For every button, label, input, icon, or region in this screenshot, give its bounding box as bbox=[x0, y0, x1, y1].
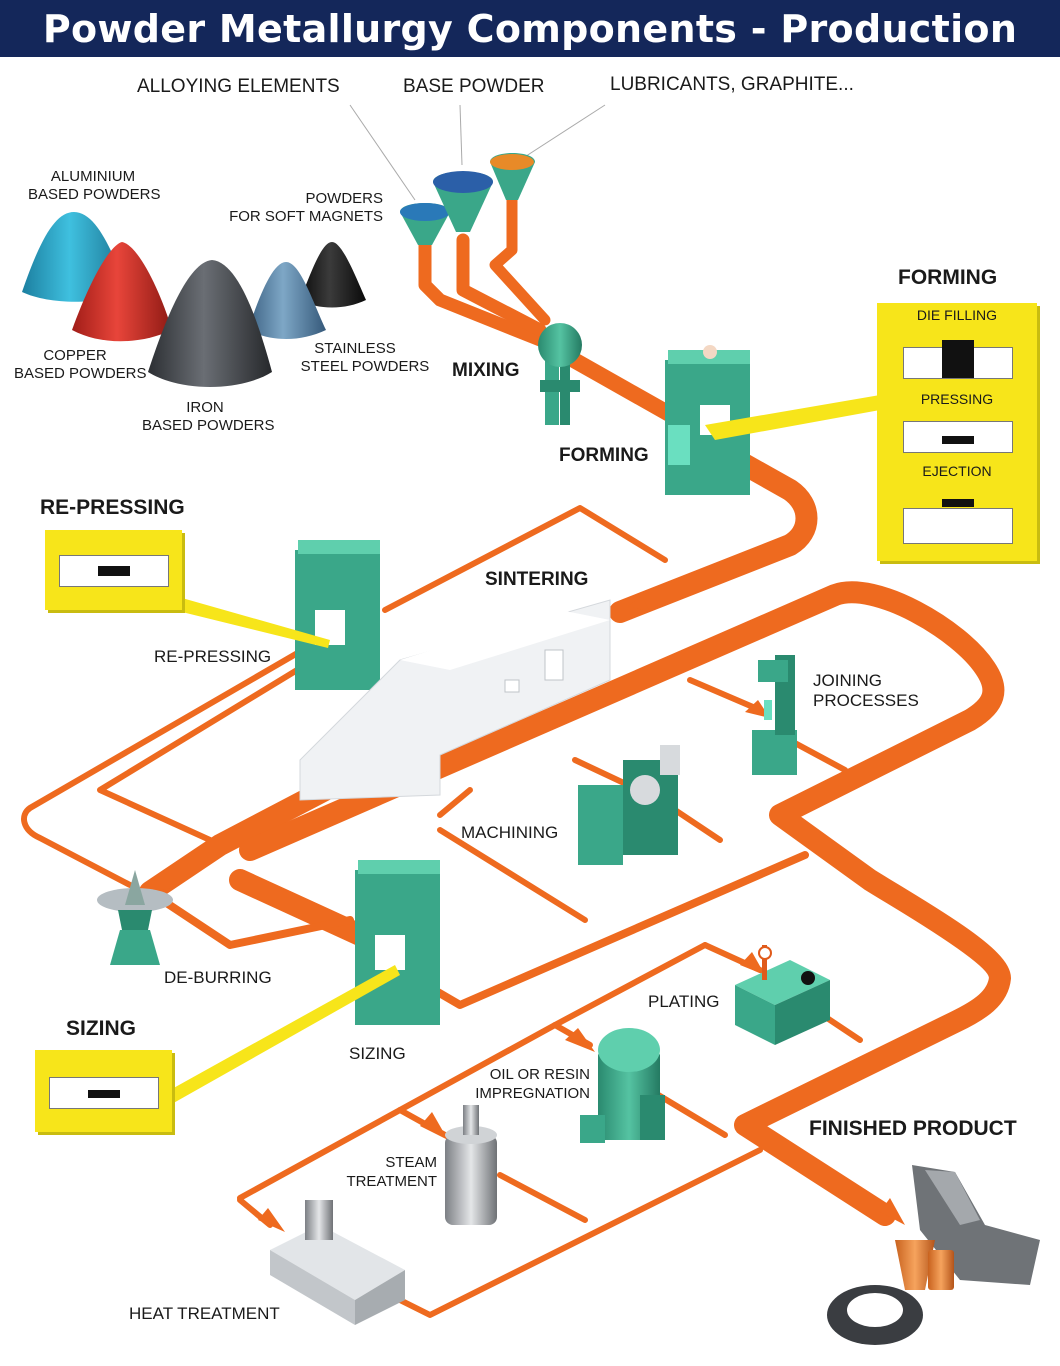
plating-tank bbox=[735, 945, 830, 1045]
page-title: Powder Metallurgy Components - Productio… bbox=[42, 6, 1018, 51]
plating-label: PLATING bbox=[648, 992, 720, 1011]
mixing-label: MIXING bbox=[452, 360, 520, 381]
sintering-furnace bbox=[299, 599, 611, 801]
aluminium-label-2: BASED POWDERS bbox=[28, 186, 161, 203]
steam-label-2: TREATMENT bbox=[346, 1173, 437, 1190]
impregnation-unit bbox=[580, 1028, 665, 1143]
machining-machine bbox=[578, 745, 680, 865]
stainless-label-2: STEEL POWDERS bbox=[300, 358, 430, 375]
iron-label-2: BASED POWDERS bbox=[142, 417, 275, 434]
iron-label-1: IRON bbox=[186, 399, 224, 416]
heat-treatment-label: HEAT TREATMENT bbox=[129, 1304, 280, 1323]
aluminium-label-1: ALUMINIUM bbox=[50, 168, 136, 185]
base-powder-label: BASE POWDER bbox=[403, 76, 545, 97]
stainless-label-1: STAINLESS bbox=[314, 340, 396, 357]
deburring-label: DE-BURRING bbox=[164, 968, 272, 987]
lubricants-label: LUBRICANTS, GRAPHITE... bbox=[610, 74, 854, 95]
forming-stages-box: DIE FILLING PRESSING EJECTION bbox=[877, 303, 1037, 561]
sintering-label: SINTERING bbox=[485, 569, 589, 590]
joining-label-2: PROCESSES bbox=[813, 691, 919, 710]
ejection-label: EJECTION bbox=[922, 463, 992, 479]
repressing-label: RE-PRESSING bbox=[154, 647, 272, 666]
repressing-box bbox=[45, 530, 182, 610]
sizing-label: SIZING bbox=[349, 1044, 406, 1063]
alloying-elements-label: ALLOYING ELEMENTS bbox=[137, 76, 340, 97]
flow-arrows bbox=[150, 596, 905, 1232]
powder-hoppers bbox=[400, 153, 535, 245]
soft-magnets-label-1: POWDERS bbox=[305, 190, 383, 207]
soft-magnet-powder-cone bbox=[300, 242, 366, 308]
joining-machine bbox=[752, 655, 797, 775]
die-filling-label: DIE FILLING bbox=[916, 307, 998, 323]
oil-resin-label-1: OIL OR RESIN bbox=[489, 1066, 590, 1083]
copper-label-2: BASED POWDERS bbox=[14, 365, 147, 382]
highlight-leaders bbox=[170, 395, 880, 1105]
leader-lines bbox=[349, 104, 606, 201]
powder-cones bbox=[22, 212, 366, 387]
mixer-machine bbox=[538, 323, 582, 425]
sizing-header: SIZING bbox=[66, 1017, 137, 1040]
steam-cylinder bbox=[445, 1105, 497, 1225]
sizing-icon bbox=[49, 1077, 159, 1109]
flow-network bbox=[21, 194, 1011, 1318]
title-bar: Powder Metallurgy Components - Productio… bbox=[0, 0, 1060, 57]
pressing-icon bbox=[903, 421, 1013, 453]
stainless-powder-cone bbox=[248, 262, 326, 339]
finished-product-header: FINISHED PRODUCT bbox=[809, 1117, 1017, 1140]
forming-label: FORMING bbox=[559, 445, 649, 466]
repressing-press bbox=[295, 540, 380, 690]
iron-powder-cone bbox=[148, 260, 272, 387]
repressing-header: RE-PRESSING bbox=[40, 496, 185, 519]
steam-label-1: STEAM bbox=[385, 1154, 437, 1171]
machining-label: MACHINING bbox=[461, 823, 559, 842]
oil-resin-label-2: IMPREGNATION bbox=[475, 1085, 590, 1102]
copper-label-1: COPPER bbox=[43, 347, 107, 364]
production-diagram bbox=[21, 104, 1040, 1345]
joining-label-1: JOINING bbox=[813, 671, 882, 690]
deburring-machine bbox=[97, 870, 173, 965]
pressing-label: PRESSING bbox=[920, 391, 994, 407]
sizing-press bbox=[355, 860, 440, 1025]
heat-treatment-furnace bbox=[270, 1200, 405, 1325]
finished-product-parts bbox=[827, 1165, 1040, 1345]
copper-powder-cone bbox=[72, 242, 172, 342]
die-filling-icon bbox=[903, 340, 1013, 379]
sizing-box bbox=[35, 1050, 172, 1132]
repressing-icon bbox=[59, 555, 169, 587]
forming-header: FORMING bbox=[898, 266, 998, 289]
soft-magnets-label-2: FOR SOFT MAGNETS bbox=[229, 208, 383, 225]
ejection-icon bbox=[903, 499, 1013, 544]
